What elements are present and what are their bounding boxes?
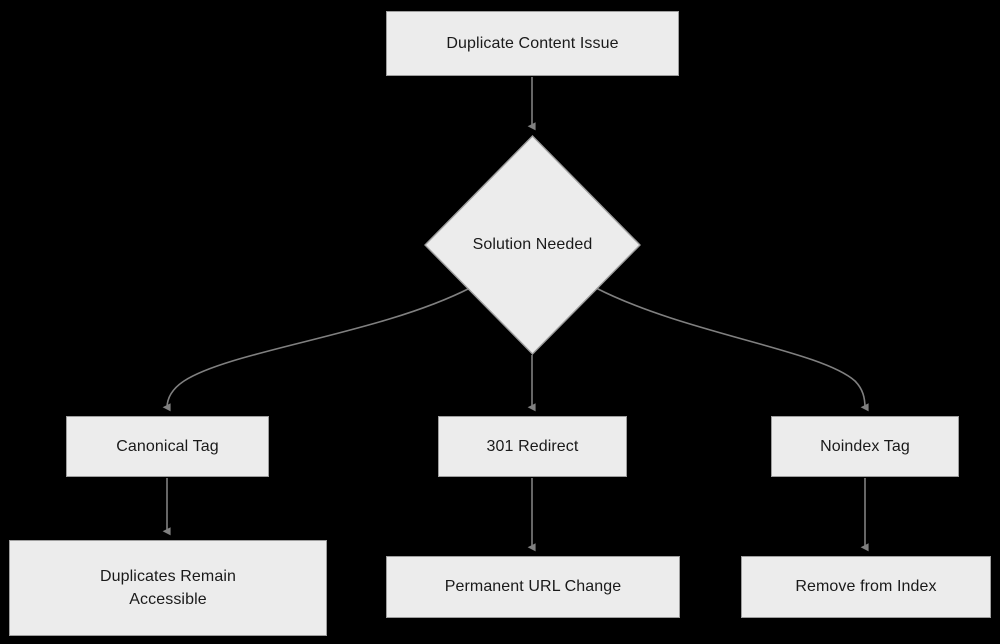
node-label-permanent-url-change: Permanent URL Change [444,578,622,596]
node-permanent-url-change[interactable]: Permanent URL Change [386,556,680,618]
diamond-shape [424,135,641,355]
node-label-duplicate-content-issue: Duplicate Content Issue [446,34,619,52]
node-label-remove-from-index: Remove from Index [795,578,937,596]
node-label-301-redirect: 301 Redirect [486,437,579,455]
node-label-solution-needed: Solution Needed [472,236,593,253]
node-solution-needed[interactable]: Solution Needed [424,135,641,355]
node-label-canonical-tag: Canonical Tag [116,437,219,455]
node-duplicate-content-issue[interactable]: Duplicate Content Issue [386,11,679,76]
node-label-noindex-tag: Noindex Tag [820,437,910,455]
node-remove-from-index[interactable]: Remove from Index [741,556,991,618]
node-duplicates-remain-accessible[interactable]: Duplicates Remain Accessible [9,540,327,636]
node-noindex-tag[interactable]: Noindex Tag [771,416,959,477]
node-canonical-tag[interactable]: Canonical Tag [66,416,269,477]
node-301-redirect[interactable]: 301 Redirect [438,416,627,477]
node-label-duplicates-remain-accessible: Duplicates Remain Accessible [100,567,236,608]
